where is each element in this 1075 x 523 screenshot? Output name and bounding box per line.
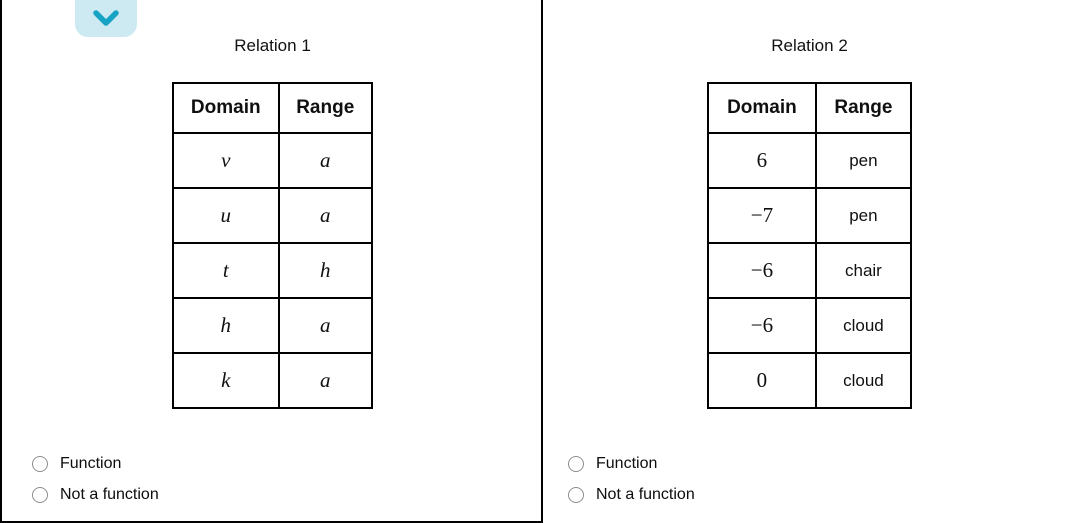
option-function[interactable]: Function xyxy=(32,452,159,476)
range-cell: cloud xyxy=(814,352,913,409)
radio-not-a-function-1[interactable] xyxy=(32,487,48,503)
chevron-down-icon xyxy=(93,9,119,26)
relation-2-panel: Relation 2 Domain Range 6 pen −7 pen xyxy=(543,0,1075,523)
table-row: −7 pen xyxy=(707,187,913,244)
table-row: −6 chair xyxy=(707,242,913,299)
range-cell: cloud xyxy=(814,297,913,354)
option-not-a-function[interactable]: Not a function xyxy=(568,483,695,507)
range-cell: chair xyxy=(814,242,913,299)
relation-1-table: Domain Range v a u a t h xyxy=(172,82,373,409)
option-label: Not a function xyxy=(596,486,695,503)
range-cell: a xyxy=(277,352,373,409)
relation-2-table: Domain Range 6 pen −7 pen −6 cha xyxy=(707,82,913,409)
range-header: Range xyxy=(277,82,373,134)
table-row: 0 cloud xyxy=(707,352,913,409)
domain-header: Domain xyxy=(707,82,817,134)
relation-2-options: Function Not a function xyxy=(568,452,695,507)
range-cell: pen xyxy=(814,132,913,189)
range-cell: pen xyxy=(814,187,913,244)
domain-cell: −7 xyxy=(707,187,817,244)
radio-function-1[interactable] xyxy=(32,456,48,472)
table-row: v a xyxy=(172,132,373,189)
option-not-a-function[interactable]: Not a function xyxy=(32,483,159,507)
range-cell: a xyxy=(277,132,373,189)
table-row: 6 pen xyxy=(707,132,913,189)
relation-1-block: Relation 1 Domain Range v a u a xyxy=(172,35,373,409)
table-row: k a xyxy=(172,352,373,409)
collapse-button[interactable] xyxy=(75,0,137,37)
range-header: Range xyxy=(814,82,913,134)
domain-cell: k xyxy=(172,352,280,409)
table-header-row: Domain Range xyxy=(707,82,913,134)
table-row: t h xyxy=(172,242,373,299)
relation-2-title: Relation 2 xyxy=(771,36,848,55)
radio-not-a-function-2[interactable] xyxy=(568,487,584,503)
domain-cell: −6 xyxy=(707,297,817,354)
domain-cell: 0 xyxy=(707,352,817,409)
table-header-row: Domain Range xyxy=(172,82,373,134)
range-cell: h xyxy=(277,242,373,299)
option-label: Not a function xyxy=(60,486,159,503)
range-cell: a xyxy=(277,297,373,354)
range-cell: a xyxy=(277,187,373,244)
relation-1-options: Function Not a function xyxy=(32,452,159,507)
option-label: Function xyxy=(60,455,122,472)
table-row: u a xyxy=(172,187,373,244)
domain-cell: 6 xyxy=(707,132,817,189)
option-function[interactable]: Function xyxy=(568,452,695,476)
relation-1-title: Relation 1 xyxy=(234,36,311,55)
relation-1-panel: Relation 1 Domain Range v a u a xyxy=(0,0,543,523)
option-label: Function xyxy=(596,455,658,472)
radio-function-2[interactable] xyxy=(568,456,584,472)
domain-header: Domain xyxy=(172,82,280,134)
domain-cell: −6 xyxy=(707,242,817,299)
domain-cell: t xyxy=(172,242,280,299)
domain-cell: h xyxy=(172,297,280,354)
domain-cell: u xyxy=(172,187,280,244)
domain-cell: v xyxy=(172,132,280,189)
relation-2-block: Relation 2 Domain Range 6 pen −7 pen xyxy=(707,35,913,409)
table-row: h a xyxy=(172,297,373,354)
table-row: −6 cloud xyxy=(707,297,913,354)
